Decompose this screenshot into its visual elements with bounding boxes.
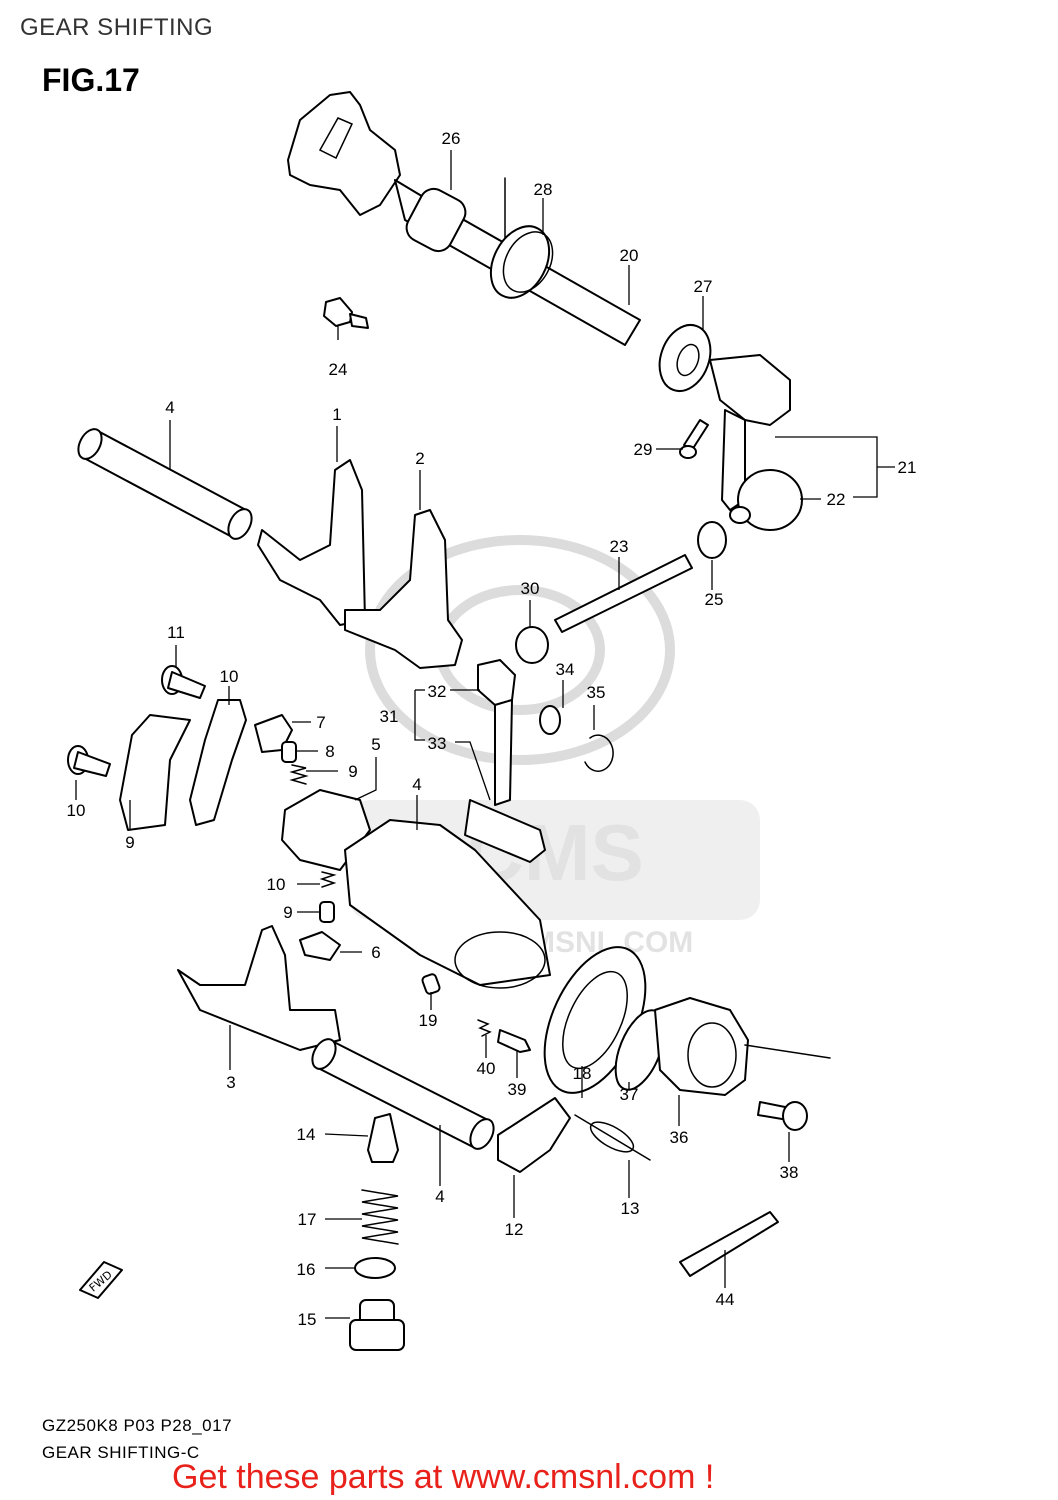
cam-pin-part <box>299 931 341 961</box>
callout-36: 33 <box>428 734 447 753</box>
callout-18: 15 <box>298 1310 317 1329</box>
callout-5: 4 <box>412 775 421 794</box>
callout-4-upper: 4 <box>165 398 174 417</box>
screw-part <box>67 745 111 777</box>
pin-part <box>421 973 441 995</box>
washer-part <box>539 705 561 735</box>
gearshift-fork-part <box>344 509 463 669</box>
callout-15: 12 <box>505 1220 524 1239</box>
callout-22: 19 <box>419 1011 438 1030</box>
fork-shaft-part <box>311 1038 495 1150</box>
screw-part <box>757 1101 808 1131</box>
callout-26: 23 <box>610 537 629 556</box>
pin-part <box>281 741 297 763</box>
stopper-plate-part <box>119 714 191 831</box>
spring-part <box>289 764 309 785</box>
neutral-contact-part <box>497 1029 531 1053</box>
gearshift-cam-part <box>344 819 551 989</box>
leader-lines <box>75 150 895 1319</box>
fork-shaft-part <box>77 428 253 540</box>
nut-part <box>515 626 549 664</box>
callout-32: 29 <box>634 440 653 459</box>
diagram-subtitle: GEAR SHIFTING-C <box>42 1443 200 1462</box>
callout-44: 44 <box>716 1290 735 1309</box>
oil-seal-part <box>658 324 712 392</box>
bolt-part <box>323 297 369 329</box>
diagram-code: GZ250K8 P03 P28_017 <box>42 1416 233 1435</box>
callout-23: 20 <box>620 246 639 265</box>
figure-title: FIG.17 <box>42 62 140 98</box>
clamp-part <box>679 1211 779 1277</box>
gasket-part <box>354 1257 396 1279</box>
bolt-part <box>679 419 709 459</box>
callout-38: 35 <box>587 683 606 702</box>
callout-30: 27 <box>694 277 713 296</box>
watermark-logo-ring <box>365 535 675 765</box>
callout-42: 39 <box>508 1080 527 1099</box>
callout-20: 17 <box>298 1210 317 1229</box>
section-title: GEAR SHIFTING <box>20 14 214 41</box>
shift-arm-part <box>464 659 546 863</box>
callout-28: 25 <box>705 590 724 609</box>
cam-stopper-plate-part <box>189 699 247 826</box>
callout-1: 1 <box>332 405 341 424</box>
coil-spring-part <box>361 1189 399 1245</box>
callout-39: 36 <box>670 1128 689 1147</box>
spring-part <box>319 871 337 888</box>
callout-6: 5 <box>371 735 380 754</box>
tie-rod-part <box>554 554 693 633</box>
callout-13: 10 <box>220 667 239 686</box>
callout-29: 26 <box>442 129 461 148</box>
callout-14: 11 <box>167 623 185 642</box>
screw-part <box>161 665 206 699</box>
cam-stopper-part <box>497 1097 571 1173</box>
callout-16: 13 <box>621 1199 640 1218</box>
gear-position-switch-part <box>654 997 831 1096</box>
gearshift-fork-part <box>177 925 341 1051</box>
callout-4-lower: 4 <box>435 1187 444 1206</box>
callout-2: 2 <box>415 449 424 468</box>
callout-31: 28 <box>534 180 553 199</box>
gearshift-fork-part <box>257 459 366 626</box>
callout-9-upper: 8 <box>325 742 334 761</box>
part-callouts: 26 28 20 27 24 4 1 29 21 2 22 23 30 25 1… <box>67 129 917 1329</box>
callout-25: 22 <box>827 490 846 509</box>
plunger-part <box>367 1113 399 1163</box>
callout-35: 32 <box>428 682 447 701</box>
callout-7: 6 <box>371 943 380 962</box>
callout-37: 34 <box>556 660 575 679</box>
callout-3: 3 <box>226 1073 235 1092</box>
callout-27: 24 <box>329 360 348 379</box>
callout-11: 9 <box>125 833 134 852</box>
circlip-part <box>584 734 614 772</box>
callout-24: 21 <box>898 458 917 477</box>
callout-17: 14 <box>297 1125 316 1144</box>
bolt-part <box>349 1299 405 1351</box>
gearshift-lever-part <box>709 354 803 531</box>
callout-33: 30 <box>521 579 540 598</box>
stopper-spring-part <box>574 1114 651 1161</box>
callout-34: 31 <box>380 707 399 726</box>
pin-part <box>319 901 335 923</box>
promo-link-text[interactable]: Get these parts at www.cmsnl.com ! <box>172 1458 715 1496</box>
forward-direction-arrow: FWD <box>79 1261 123 1299</box>
callout-12: 10 <box>67 801 86 820</box>
callout-9-lower: 9 <box>283 903 292 922</box>
callout-43: 40 <box>477 1059 496 1078</box>
spring-part <box>477 1019 492 1037</box>
nut-part <box>697 521 727 559</box>
callout-10-upper: 9 <box>348 762 357 781</box>
callout-8: 7 <box>316 713 325 732</box>
callout-21: 18 <box>573 1064 592 1083</box>
callout-19: 16 <box>297 1260 316 1279</box>
callout-41: 38 <box>780 1163 799 1182</box>
callout-40: 37 <box>620 1085 639 1104</box>
callout-10-lower: 10 <box>267 875 286 894</box>
